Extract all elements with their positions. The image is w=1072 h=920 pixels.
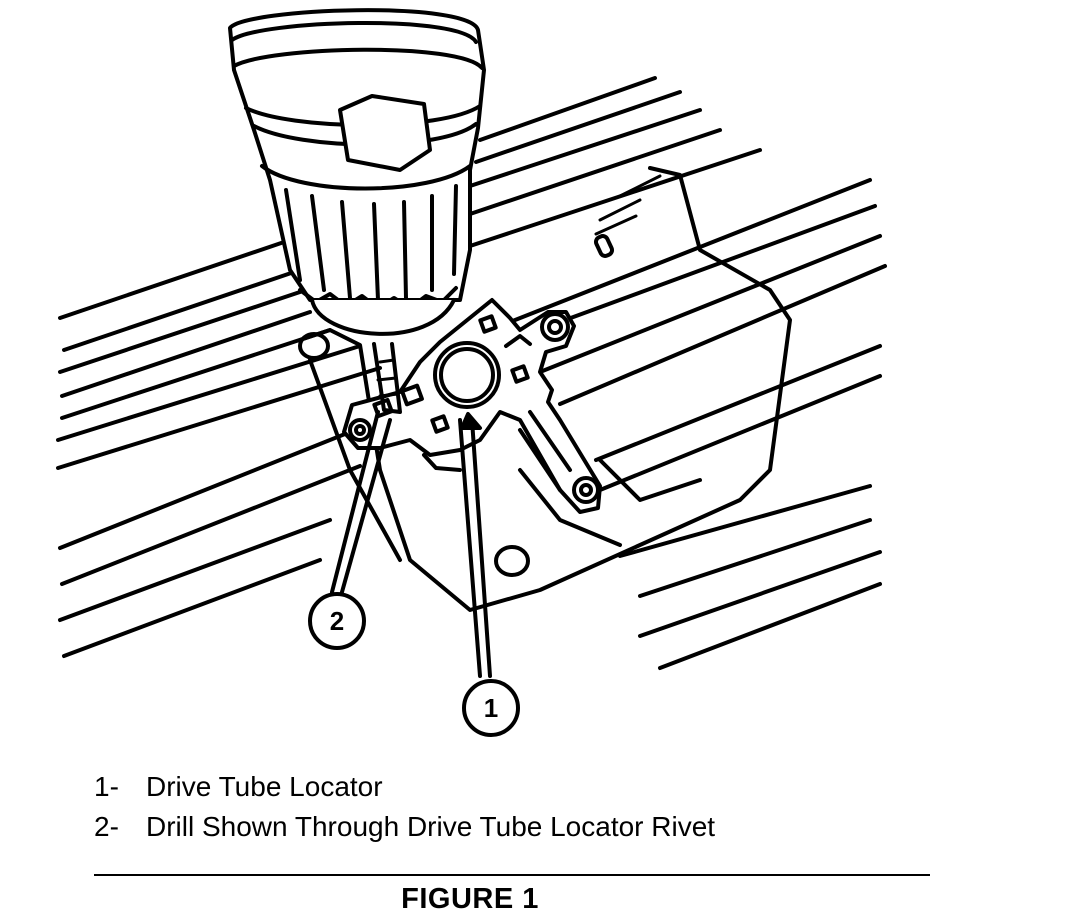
callout-2: 2 xyxy=(308,592,366,650)
drill-icon xyxy=(228,8,486,414)
technical-illustration: 2 1 xyxy=(56,8,887,737)
divider xyxy=(94,874,930,876)
legend-number: 1- xyxy=(94,771,119,802)
leader-lines xyxy=(330,410,492,678)
legend-number: 2- xyxy=(94,811,119,842)
figure-title: FIGURE 1 xyxy=(401,883,539,915)
callout-number: 2 xyxy=(330,606,344,636)
legend-item: 1- Drive Tube Locator xyxy=(94,771,383,803)
legend-text: Drill Shown Through Drive Tube Locator R… xyxy=(146,811,716,842)
drive-tube-locator-part xyxy=(342,298,602,514)
callout-1: 1 xyxy=(462,679,520,737)
legend-text: Drive Tube Locator xyxy=(146,771,383,802)
frame-rails xyxy=(56,76,887,670)
legend-item: 2- Drill Shown Through Drive Tube Locator… xyxy=(94,811,715,843)
callout-number: 1 xyxy=(484,693,498,723)
frame-bracket xyxy=(298,166,792,612)
